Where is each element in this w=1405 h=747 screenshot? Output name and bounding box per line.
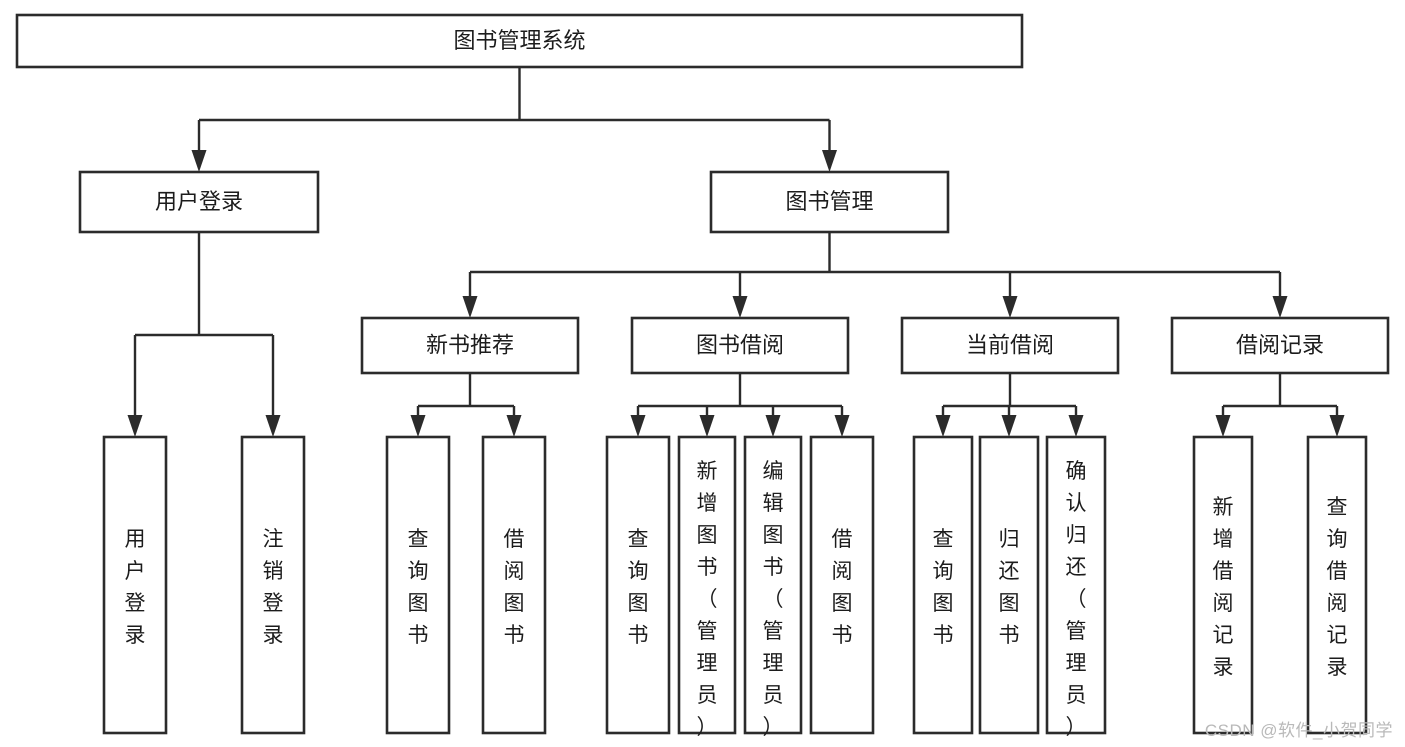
node-box bbox=[743, 435, 803, 735]
node-label: 用户登录 bbox=[125, 528, 146, 647]
node-label: 查询借阅记录 bbox=[1327, 496, 1348, 679]
node-box bbox=[15, 13, 1024, 69]
connectors-layer bbox=[127, 67, 1345, 437]
nodes-layer: 图书管理系统用户登录图书管理新书推荐图书借阅当前借阅借阅记录用户登录注销登录查询… bbox=[15, 13, 1390, 739]
node-label: 新增图书（管理员） bbox=[697, 460, 718, 739]
node-box bbox=[360, 316, 580, 375]
node-label: 新增借阅记录 bbox=[1213, 496, 1234, 679]
node-leaf-query-book-1[interactable]: 查询图书 bbox=[385, 435, 451, 735]
connector-group-user-login bbox=[127, 232, 281, 437]
node-leaf-return-book[interactable]: 归还图书 bbox=[978, 435, 1040, 735]
node-user-login[interactable]: 用户登录 bbox=[78, 170, 320, 234]
node-box bbox=[102, 435, 168, 735]
node-borrow-record[interactable]: 借阅记录 bbox=[1170, 316, 1390, 375]
node-leaf-query-record[interactable]: 查询借阅记录 bbox=[1306, 435, 1368, 735]
arrow-head-icon bbox=[1329, 415, 1345, 437]
node-label: 借阅图书 bbox=[504, 528, 525, 647]
node-label: 查询图书 bbox=[933, 528, 954, 647]
node-label: 编辑图书（管理员） bbox=[763, 460, 784, 739]
watermark-text: CSDN @软件_小贺同学 bbox=[1204, 721, 1393, 740]
node-new-book-rec[interactable]: 新书推荐 bbox=[360, 316, 580, 375]
node-label: 确认归还（管理员） bbox=[1066, 460, 1087, 739]
node-label: 归还图书 bbox=[999, 528, 1020, 647]
arrow-head-icon bbox=[765, 415, 781, 437]
node-leaf-borrow-book-2[interactable]: 借阅图书 bbox=[809, 435, 875, 735]
node-leaf-add-book[interactable]: 新增图书（管理员） bbox=[677, 435, 737, 739]
node-box bbox=[978, 435, 1040, 735]
arrow-head-icon bbox=[462, 296, 478, 318]
node-book-manage[interactable]: 图书管理 bbox=[709, 170, 950, 234]
node-leaf-query-book-3[interactable]: 查询图书 bbox=[912, 435, 974, 735]
node-label: 借阅图书 bbox=[832, 528, 853, 647]
node-box bbox=[900, 316, 1120, 375]
node-leaf-logout[interactable]: 注销登录 bbox=[240, 435, 306, 735]
arrow-head-icon bbox=[506, 415, 522, 437]
node-leaf-borrow-book-1[interactable]: 借阅图书 bbox=[481, 435, 547, 735]
arrow-head-icon bbox=[127, 415, 143, 437]
node-root[interactable]: 图书管理系统 bbox=[15, 13, 1024, 69]
arrow-head-icon bbox=[699, 415, 715, 437]
connector-group-book-borrow bbox=[630, 373, 850, 437]
arrow-head-icon bbox=[630, 415, 646, 437]
arrow-head-icon bbox=[410, 415, 426, 437]
arrow-head-icon bbox=[1272, 296, 1288, 318]
arrow-head-icon bbox=[732, 296, 748, 318]
node-label: 图书借阅 bbox=[696, 332, 784, 357]
node-box bbox=[1045, 435, 1107, 735]
node-box bbox=[1170, 316, 1390, 375]
node-leaf-confirm-return[interactable]: 确认归还（管理员） bbox=[1045, 435, 1107, 739]
node-box bbox=[385, 435, 451, 735]
node-book-borrow[interactable]: 图书借阅 bbox=[630, 316, 850, 375]
arrow-head-icon bbox=[265, 415, 281, 437]
node-box bbox=[78, 170, 320, 234]
connector-group-book-manage bbox=[462, 232, 1288, 318]
node-box bbox=[481, 435, 547, 735]
arrow-head-icon bbox=[1215, 415, 1231, 437]
node-box bbox=[1192, 435, 1254, 735]
node-label: 当前借阅 bbox=[966, 332, 1054, 357]
node-box bbox=[709, 170, 950, 234]
connector-group-root bbox=[191, 67, 837, 172]
node-box bbox=[912, 435, 974, 735]
node-label: 借阅记录 bbox=[1236, 332, 1324, 357]
connector-group-new-book-rec bbox=[410, 373, 522, 437]
node-leaf-user-login[interactable]: 用户登录 bbox=[102, 435, 168, 735]
arrow-head-icon bbox=[935, 415, 951, 437]
node-box bbox=[630, 316, 850, 375]
node-box bbox=[240, 435, 306, 735]
connector-group-borrow-record bbox=[1215, 373, 1345, 437]
node-leaf-add-record[interactable]: 新增借阅记录 bbox=[1192, 435, 1254, 735]
node-box bbox=[605, 435, 671, 735]
node-leaf-edit-book[interactable]: 编辑图书（管理员） bbox=[743, 435, 803, 739]
node-box bbox=[677, 435, 737, 735]
node-current-borrow[interactable]: 当前借阅 bbox=[900, 316, 1120, 375]
node-label: 查询图书 bbox=[408, 528, 429, 647]
arrow-head-icon bbox=[1002, 296, 1018, 318]
arrow-head-icon bbox=[822, 150, 837, 172]
arrow-head-icon bbox=[834, 415, 850, 437]
connector-group-current-borrow bbox=[935, 373, 1084, 437]
node-label: 图书管理系统 bbox=[453, 28, 585, 53]
node-label: 用户登录 bbox=[155, 189, 243, 214]
node-label: 查询图书 bbox=[628, 528, 649, 647]
node-box bbox=[1306, 435, 1368, 735]
node-label: 图书管理 bbox=[785, 189, 873, 214]
arrow-head-icon bbox=[1001, 415, 1017, 437]
node-leaf-query-book-2[interactable]: 查询图书 bbox=[605, 435, 671, 735]
node-box bbox=[809, 435, 875, 735]
node-label: 新书推荐 bbox=[426, 332, 514, 357]
arrow-head-icon bbox=[1068, 415, 1084, 437]
arrow-head-icon bbox=[191, 150, 207, 172]
node-label: 注销登录 bbox=[263, 528, 284, 647]
